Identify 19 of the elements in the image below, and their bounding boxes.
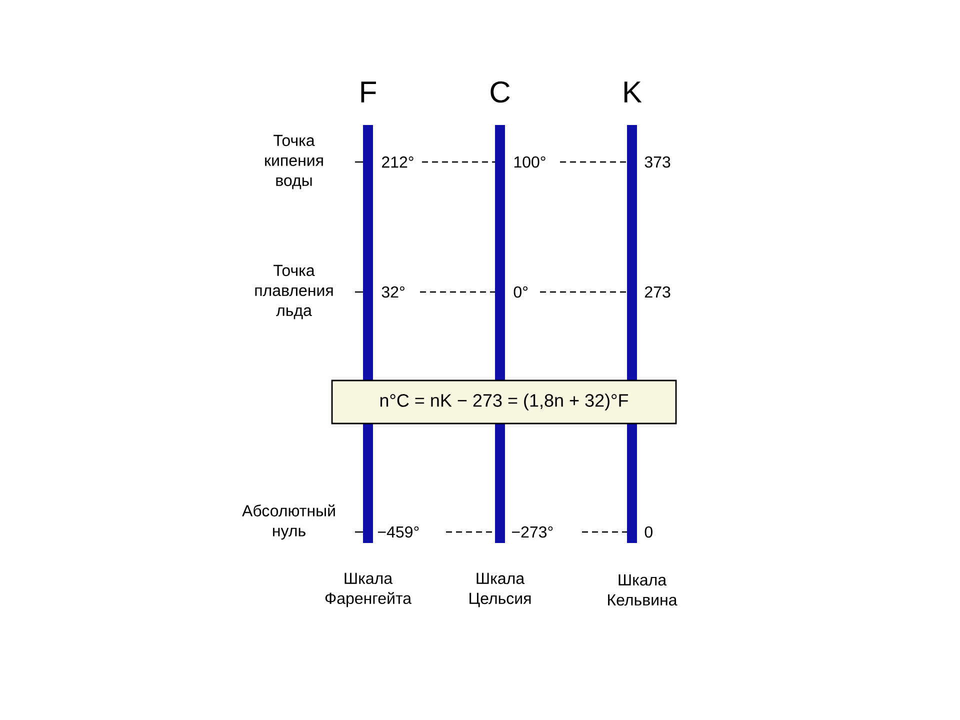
value-label: 0°	[514, 286, 528, 298]
value-label: 32°	[382, 286, 404, 298]
scale-letter: F	[361, 82, 376, 102]
value-label: −459°	[378, 526, 419, 538]
value-label: 273	[645, 286, 670, 298]
value-label: 373	[644, 156, 670, 168]
scale-letter: C	[490, 81, 510, 103]
scale-name: Шкала Фаренгейта	[325, 572, 412, 608]
scale-letter: K	[624, 82, 642, 102]
formula-box: n°C = nK − 273 = (1,8n + 32)°F	[331, 380, 677, 424]
point-label: Точка плавления льда	[255, 264, 333, 320]
value-label: 212°	[382, 156, 414, 168]
value-label: 0	[644, 526, 652, 538]
scale-name: Шкала Кельвина	[608, 574, 678, 606]
value-label: 100°	[514, 156, 546, 168]
point-label: Точка кипения воды	[265, 134, 323, 190]
scale-name: Шкала Цельсия	[470, 572, 531, 608]
value-label: −273°	[512, 526, 553, 538]
point-label: Абсолютный нуль	[242, 504, 335, 540]
